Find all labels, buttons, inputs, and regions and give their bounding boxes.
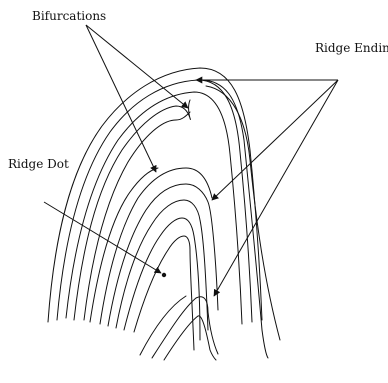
ridge-upper-bif-1 — [74, 100, 190, 320]
arrow-bifurcation-top — [86, 25, 188, 108]
arrow-ridge-ending-mid — [212, 80, 338, 200]
ridge-mid-6 — [134, 236, 194, 350]
ridge-dot-mark — [162, 273, 166, 277]
ridge-outer-3 — [66, 92, 242, 324]
arrow-ridge-dot — [44, 202, 161, 273]
ridge-mid-1 — [90, 168, 158, 322]
ridge-mid-4 — [116, 200, 208, 330]
ridge-outer-2 — [57, 80, 252, 322]
ridge-upper-bif-2 — [84, 112, 190, 320]
ridge-right-2 — [206, 86, 280, 340]
ridge-mid-3 — [108, 184, 218, 326]
ridge-lower-1 — [140, 296, 186, 355]
ridge-lower-3 — [164, 316, 216, 360]
arrow-bifurcation-mid — [86, 25, 156, 172]
ridge-mid-5 — [124, 218, 200, 340]
